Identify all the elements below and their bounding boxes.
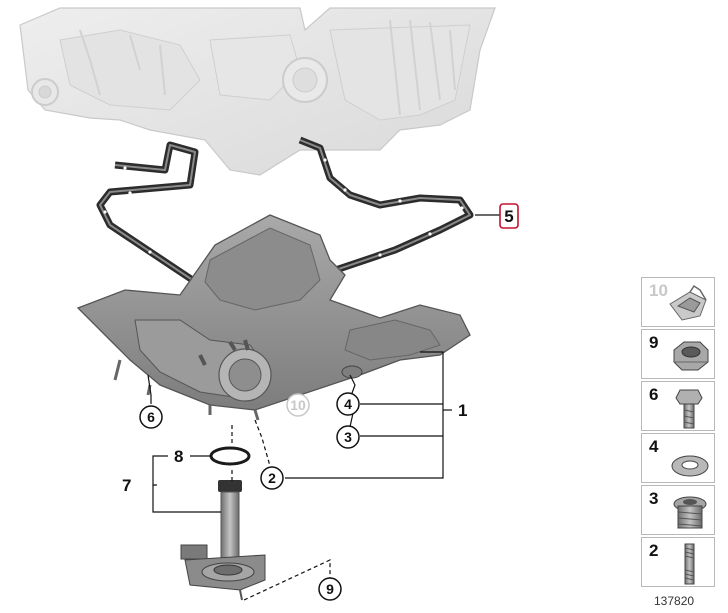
legend-item-4[interactable]: 4 <box>641 433 715 483</box>
oil-level-sensor <box>180 480 266 601</box>
callout-7: 7 <box>122 476 131 495</box>
legend-item-2[interactable]: 2 <box>641 537 715 587</box>
svg-text:3: 3 <box>344 429 352 445</box>
engine-block <box>19 7 496 176</box>
legend-label: 4 <box>649 437 659 456</box>
callout-1: 1 <box>458 401 467 420</box>
legend-item-9[interactable]: 9 <box>641 329 715 379</box>
legend-label: 10 <box>649 281 668 300</box>
legend-item-6[interactable]: 6 <box>641 381 715 431</box>
stud-icon <box>684 543 695 585</box>
callout-5-highlighted[interactable]: 5 <box>499 203 519 229</box>
legend-item-3[interactable]: 3 <box>641 485 715 535</box>
svg-text:6: 6 <box>147 409 155 425</box>
callout-4: 4 <box>336 392 360 416</box>
legend-label: 6 <box>649 385 659 404</box>
callout-9: 9 <box>318 577 342 601</box>
legend-label: 2 <box>649 541 659 560</box>
callout-8: 8 <box>174 447 183 466</box>
o-ring <box>209 446 251 466</box>
callout-6: 6 <box>139 405 163 429</box>
callout-3: 3 <box>336 425 360 449</box>
oil-pan <box>76 214 471 421</box>
dashed-leaders <box>231 419 331 601</box>
svg-text:10: 10 <box>290 397 306 413</box>
washer-icon <box>671 455 709 477</box>
legend-label: 3 <box>649 489 659 508</box>
legend-label: 9 <box>649 333 659 352</box>
clip-icon <box>669 284 707 321</box>
hex-nut-icon <box>673 341 709 371</box>
svg-text:4: 4 <box>344 396 352 412</box>
callout-2: 2 <box>260 466 284 490</box>
figure-id: 137820 <box>654 594 695 608</box>
leader-lines <box>147 214 500 513</box>
svg-text:2: 2 <box>268 470 276 486</box>
legend-item-10[interactable]: 10 <box>641 277 715 327</box>
callout-10: 10 <box>286 393 310 417</box>
svg-text:9: 9 <box>326 581 334 597</box>
drain-plug-icon <box>673 496 707 529</box>
hex-bolt-icon <box>675 389 703 429</box>
svg-text:5: 5 <box>504 207 513 226</box>
